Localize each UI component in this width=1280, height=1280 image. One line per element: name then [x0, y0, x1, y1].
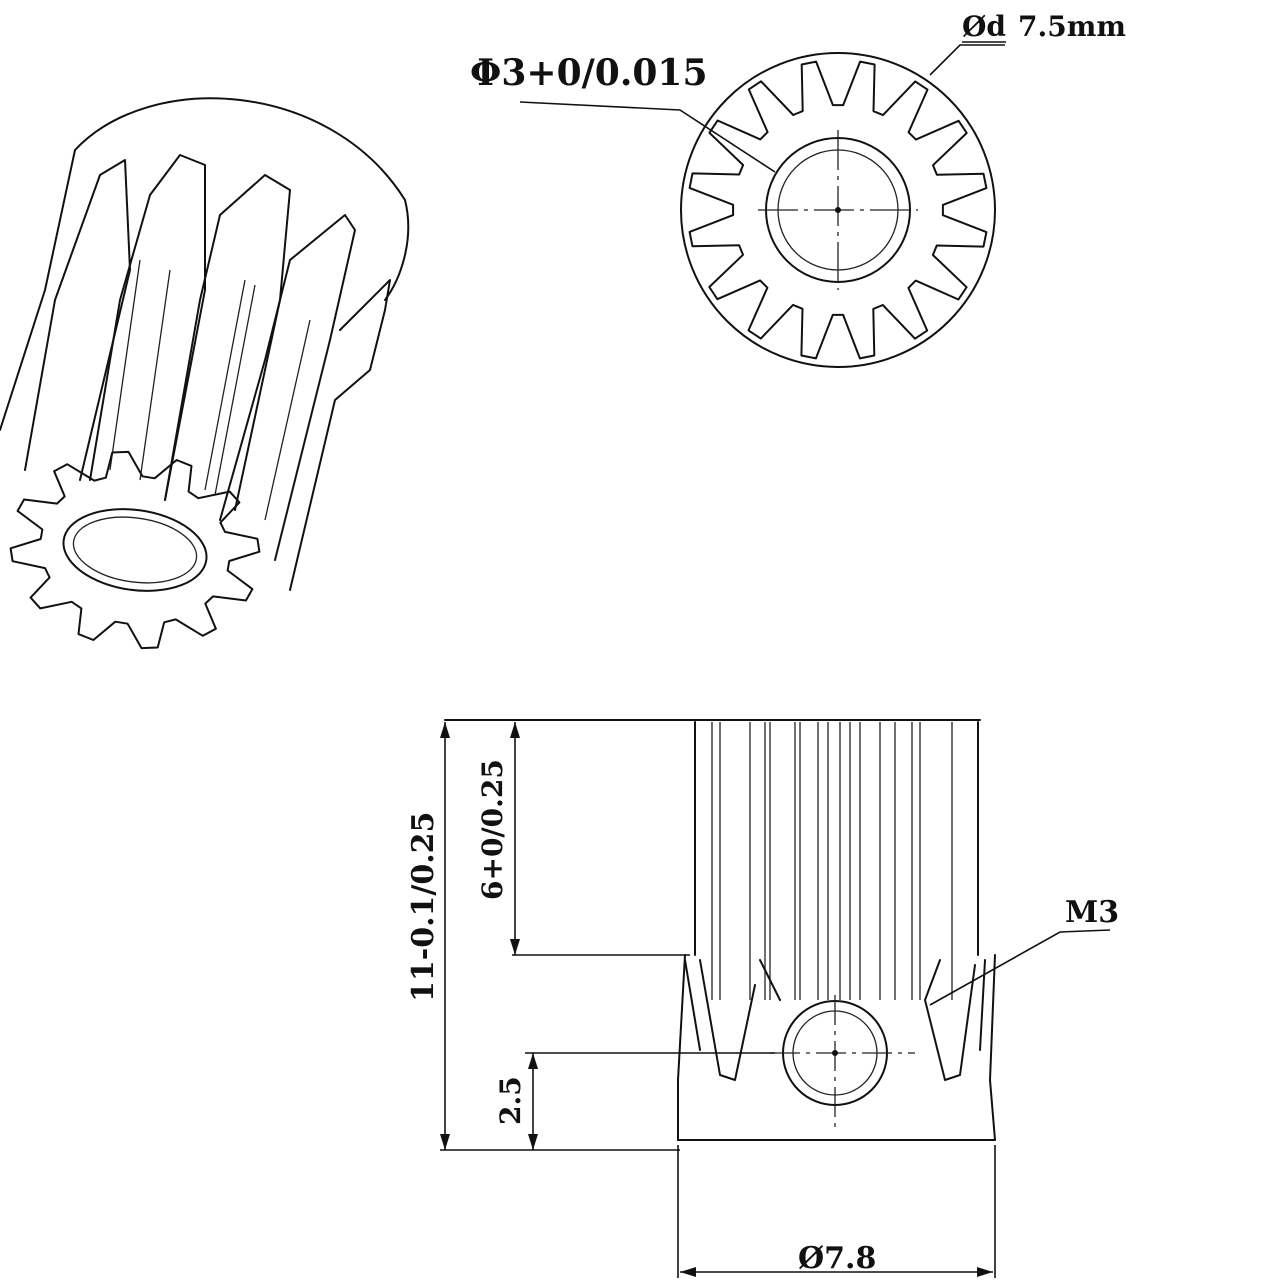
iso-tooth-side — [79, 159, 131, 481]
thread-label: M3 — [1065, 895, 1119, 930]
total-length-label: 11-0.1/0.25 — [406, 812, 441, 1002]
iso-tooth-side — [89, 194, 151, 481]
iso-hub-outline — [74, 97, 410, 301]
outer-diameter-label: Ø7.8 — [798, 1241, 876, 1276]
bore-tolerance-label: Φ3+0/0.015 — [470, 52, 708, 94]
iso-tooth-side — [219, 259, 291, 521]
end-center-mark — [835, 207, 841, 213]
end-view: Φ3+0/0.015 Ød 7.5mm — [470, 10, 1126, 368]
iso-tooth-side — [219, 174, 291, 511]
side-tooth-lines — [711, 722, 953, 1000]
od-value-label: 7.5mm — [1018, 10, 1126, 43]
side-hole-center-mark — [832, 1050, 838, 1056]
end-outer-circle — [680, 52, 996, 368]
iso-tooth-side — [274, 214, 356, 561]
side-bottom-corners — [677, 1079, 996, 1141]
iso-hub-left-edge — [0, 149, 76, 431]
side-view: 11-0.1/0.25 6+0/0.25 2.5 Ø7.8 M3 — [406, 719, 1119, 1278]
iso-tooth-side — [289, 279, 391, 591]
iso-tooth-hatch — [109, 259, 311, 521]
iso-tooth-side — [24, 174, 101, 471]
tooth-length-label: 6+0/0.25 — [476, 759, 509, 900]
side-tooth-profile — [699, 959, 976, 1081]
od-symbol-label: Ød — [962, 10, 1006, 43]
od-leader-line — [929, 44, 1005, 76]
hole-offset-label: 2.5 — [494, 1076, 527, 1125]
end-gear-tooth-profile — [688, 60, 988, 360]
side-gear-outline — [677, 954, 996, 1081]
isometric-view — [0, 97, 410, 650]
iso-front-gear-profile — [9, 450, 261, 650]
iso-tooth-side — [164, 214, 221, 501]
bore-leader-line — [519, 101, 776, 173]
m3-leader-line — [929, 929, 1111, 1006]
iso-tooth-side — [149, 154, 206, 501]
iso-bore-face — [62, 508, 208, 592]
iso-bore-inner — [72, 516, 198, 584]
